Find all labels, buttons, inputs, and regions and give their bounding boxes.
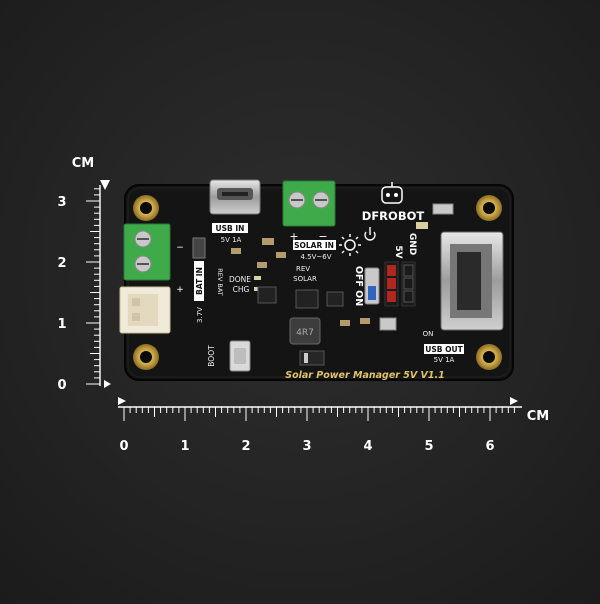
- ic-chip: [257, 286, 277, 304]
- solar-in-label-box: [293, 240, 336, 250]
- pcb-board: USB IN 5V 1A + − SOLAR IN 4.5V~6V: [119, 179, 514, 381]
- solar-label: SOLAR: [293, 275, 317, 283]
- mounting-hole: [476, 344, 502, 370]
- rev-label: REV: [296, 265, 310, 273]
- ruler-arrow-icon: [118, 397, 126, 405]
- ruler-y-label: 0: [57, 378, 66, 393]
- bat-minus-label: −: [176, 243, 184, 253]
- ruler-y-label: 3: [57, 195, 66, 210]
- power-icon: [364, 227, 376, 241]
- header-pins: [384, 261, 416, 307]
- ruler-x-label: 0: [119, 439, 128, 454]
- off-on-label: OFF ON: [353, 266, 364, 306]
- ruler-x-label: 5: [424, 439, 433, 454]
- ic-chip: [295, 289, 319, 309]
- bat-in-label: BAT IN: [195, 267, 204, 295]
- sun-icon: [339, 234, 361, 256]
- ruler-y-label: 1: [57, 317, 66, 332]
- ruler-x-label: 1: [180, 439, 189, 454]
- mounting-hole: [133, 195, 159, 221]
- horizontal-ruler-unit: CM: [527, 409, 549, 424]
- five-v-label: 5V: [393, 245, 403, 258]
- inductor-value: 4R7: [296, 328, 314, 338]
- ruler-x-label: 2: [241, 439, 250, 454]
- bat-plus-label: +: [176, 285, 184, 295]
- bat-in-label-box: [194, 261, 204, 301]
- boot-label: BOOT: [207, 345, 216, 367]
- usb-out-rating: 5V 1A: [434, 356, 455, 364]
- horizontal-ruler: [118, 397, 522, 421]
- vertical-ruler: [86, 180, 111, 388]
- battery-indicator: [192, 237, 206, 259]
- inductor: 4R7: [289, 317, 321, 345]
- rev-bat-label: REV BAT: [216, 268, 224, 296]
- battery-terminal-block: [123, 223, 171, 281]
- ic-chip: [326, 291, 344, 307]
- ruler-x-label: 3: [302, 439, 311, 454]
- solar-terminal-block: [282, 180, 336, 227]
- solar-in-label: SOLAR IN: [294, 241, 334, 250]
- usb-in-label-box: [212, 223, 248, 233]
- vertical-ruler-unit: CM: [72, 156, 94, 171]
- micro-usb-connector: [209, 179, 261, 215]
- boot-button: [229, 340, 251, 372]
- product-title: Solar Power Manager 5V V1.1: [285, 370, 444, 381]
- ruler-x-label: 4: [363, 439, 372, 454]
- diode: [299, 350, 325, 366]
- ruler-arrow-icon: [510, 397, 518, 405]
- power-switch: [364, 267, 380, 305]
- ruler-arrow-icon: [104, 380, 111, 388]
- ruler-x-label: 6: [485, 439, 494, 454]
- mounting-hole: [133, 344, 159, 370]
- usb-out-label-box: [424, 344, 464, 354]
- solar-plus-label: +: [289, 230, 298, 243]
- usb-out-label: USB OUT: [425, 345, 463, 354]
- bat-voltage-label: 3.7V: [196, 307, 204, 323]
- brand-name: DFROBOT: [362, 209, 425, 223]
- dfrobot-logo: DFROBOT: [362, 182, 425, 223]
- on-label: ON: [423, 330, 434, 338]
- ruler-arrow-icon: [100, 180, 110, 190]
- jst-battery-connector: [119, 286, 171, 334]
- mounting-hole: [476, 195, 502, 221]
- solar-in-rating: 4.5V~6V: [300, 253, 331, 261]
- ruler-y-label: 2: [57, 256, 66, 271]
- solar-minus-label: −: [318, 230, 327, 243]
- done-label: DONE: [229, 275, 251, 284]
- usb-in-rating: 5V 1A: [221, 236, 242, 244]
- chg-label: CHG: [233, 285, 250, 294]
- usb-in-label: USB IN: [216, 224, 245, 233]
- usb-a-output-connector: [440, 231, 504, 331]
- gnd-label: GND: [407, 233, 417, 255]
